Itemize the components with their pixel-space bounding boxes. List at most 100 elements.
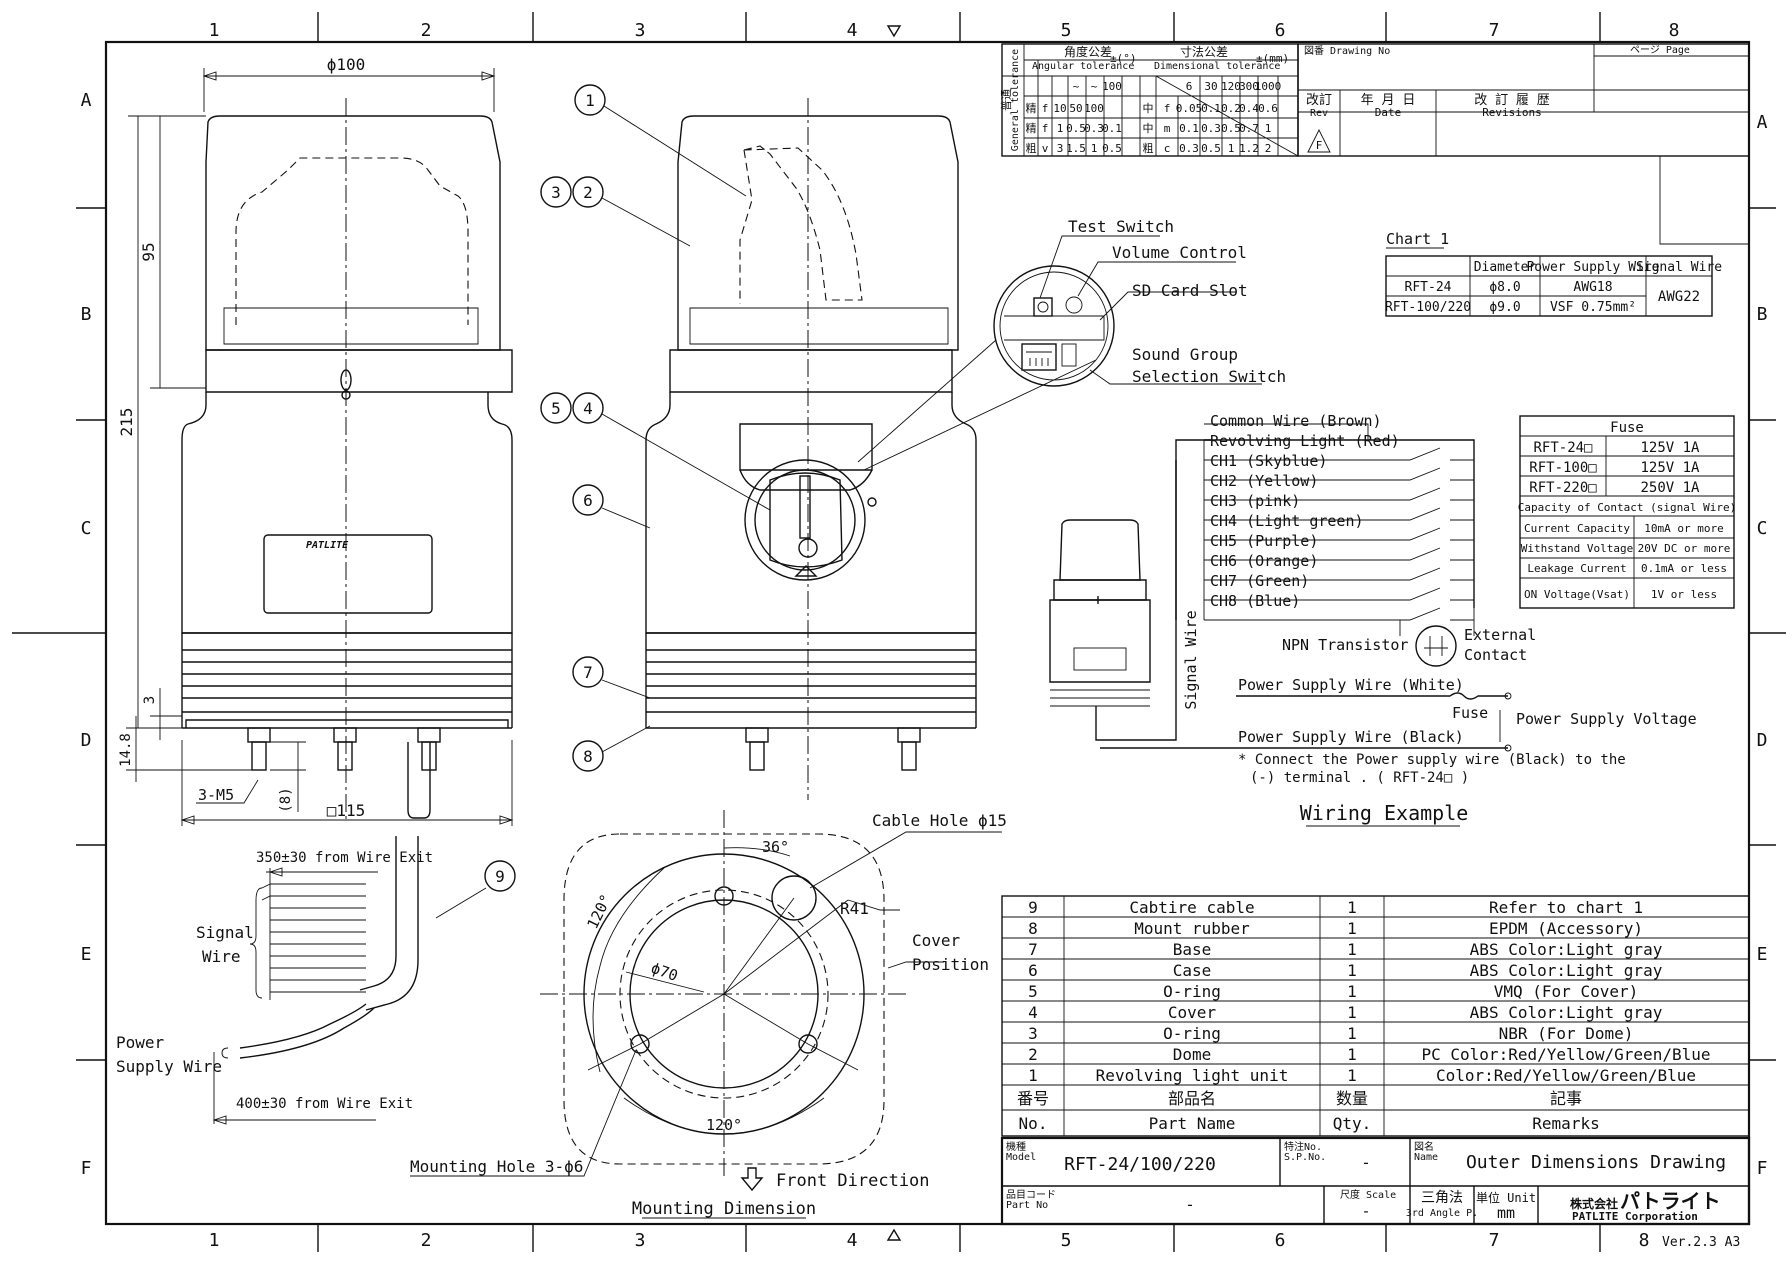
tol-dim-head: 30 [1204,80,1217,93]
row-label-right: A [1757,112,1768,133]
part-no: 1 [1028,1066,1038,1085]
tol-cell: 1 [1265,122,1272,135]
tol-dimensional-en: Dimensional tolerance [1154,61,1280,72]
chart1-power: AWG18 [1573,280,1612,295]
col-label-top: 1 [209,20,220,41]
chart1-model: RFT-24 [1405,280,1452,295]
row-label-right: B [1757,304,1768,325]
part-qty: 1 [1347,1024,1357,1043]
col-label-bottom: 8 [1639,1230,1650,1251]
col-label-top: 7 [1489,20,1500,41]
front-direction-label: Front Direction [776,1171,930,1191]
col-label-top: 3 [635,20,646,41]
part-name: O-ring [1163,982,1221,1001]
tol-dim-head: 120 [1221,80,1241,93]
tol-cell: 1 [1091,142,1098,155]
tol-cell: 0.7 [1239,122,1259,135]
part-name: Cover [1168,1003,1217,1022]
row-label-left: F [81,1158,92,1179]
angle-36: 36° [762,838,789,856]
fuse-label: Fuse [1452,704,1488,722]
switch-detail: Test Switch Volume Control SD Card Slot … [857,217,1286,471]
row-label-right: C [1757,518,1768,539]
parts-head-en: No. [1019,1114,1048,1133]
part-name: Mount rubber [1134,919,1250,938]
power-voltage-label: Power Supply Voltage [1516,710,1697,728]
unit-value: mm [1497,1204,1515,1222]
external-contact-1: External [1464,626,1536,644]
company-logo: 株式会社 パトライト PATLITE Corporation [1570,1189,1721,1223]
fuse-title: Fuse [1610,420,1644,436]
contact-label: ON Voltage(Vsat) [1524,588,1630,601]
parts-head-en: Qty. [1333,1114,1372,1133]
part-no: 8 [1028,919,1038,938]
col-label-bottom: 5 [1061,1230,1072,1251]
chart1-table: Chart 1 Diameter Power Supply Wire Signa… [1385,230,1722,317]
fuse-model: RFT-220□ [1529,480,1597,496]
part-no: 7 [1028,940,1038,959]
grid-labels: 1 2 3 4 5 6 7 8 1 2 3 4 5 6 7 8 A B C D … [81,20,1768,1251]
fuse-value: 125V 1A [1640,440,1700,456]
tol-cell: 1.2 [1239,142,1259,155]
part-name: Case [1173,961,1212,980]
side-view [645,98,977,800]
cable-hole-label: Cable Hole ϕ15 [872,811,1007,830]
front-view: PATLITE ϕ100 95 215 3 14.8 3-M5 [117,55,514,826]
tol-dim-head: 1000 [1255,80,1282,93]
contact-label: Withstand Voltage [1521,542,1634,555]
balloon-6: 6 [583,491,593,510]
chart1-signal: AWG22 [1658,289,1700,305]
drawing-name: Outer Dimensions Drawing [1466,1152,1726,1173]
balloon-5: 5 [551,399,561,418]
wiring-example-title: Wiring Example [1300,801,1469,825]
company-en: PATLITE Corporation [1572,1210,1698,1223]
tol-cell: f [1042,122,1049,135]
revisions-jp: 改 訂 履 歴 [1474,92,1549,108]
contact-label: Current Capacity [1524,522,1630,535]
tol-cell: 0.3 [1179,142,1199,155]
tol-cell: 精 [1026,122,1037,135]
part-remarks: PC Color:Red/Yellow/Green/Blue [1422,1045,1711,1064]
chart1-header: Diameter [1474,260,1537,275]
power-black-label: Power Supply Wire (Black) [1238,728,1464,746]
dim-14-8: 14.8 [118,733,134,767]
dim-sq115: □115 [327,801,366,820]
col-label-top: 5 [1061,20,1072,41]
chart1-power: VSF 0.75mm² [1550,300,1636,315]
part-no: 3 [1028,1024,1038,1043]
tol-ang-head: ~ [1091,80,1098,93]
parts-head-jp: 記事 [1550,1089,1582,1108]
tol-cell: 0.6 [1258,102,1278,115]
rev-mark: F [1316,139,1323,152]
part-name: Revolving light unit [1096,1066,1289,1085]
tol-cell: 0.5 [1102,142,1122,155]
parts-head-jp: 部品名 [1168,1089,1216,1108]
chart1-header: Signal Wire [1636,260,1722,275]
r41-label: R41 [840,899,869,918]
parts-head-jp: 番号 [1017,1089,1049,1108]
tol-cell: 0.1 [1179,122,1199,135]
cable-exit: 350±30 from Wire Exit Signal Wire Power … [116,836,433,1125]
tol-cell: 2 [1265,142,1272,155]
tol-cell: f [1164,102,1171,115]
dim-phi100: ϕ100 [327,55,366,74]
tol-angular-jp: 角度公差 [1064,44,1112,59]
part-remarks: Color:Red/Yellow/Green/Blue [1436,1066,1696,1085]
model-value: RFT-24/100/220 [1064,1154,1216,1175]
tol-ang-sub: 10 [1053,102,1066,115]
contact-value: 1V or less [1651,588,1717,601]
wire-label: CH2 (Yellow) [1210,472,1318,490]
part-remarks: NBR (For Dome) [1499,1024,1634,1043]
tol-ang-sub: 100 [1084,102,1104,115]
tol-cell: 1 [1228,142,1235,155]
part-no: 2 [1028,1045,1038,1064]
wiring-note-1: * Connect the Power supply wire (Black) … [1238,752,1626,768]
balloon-7: 7 [583,663,593,682]
col-label-top: 8 [1669,20,1680,41]
tol-dimensional-unit: ±(mm) [1256,52,1289,65]
part-remarks: ABS Color:Light gray [1470,1003,1663,1022]
part-qty: 1 [1347,898,1357,917]
wire-label: Common Wire (Brown) [1210,412,1382,430]
fuse-model: RFT-100□ [1529,460,1597,476]
